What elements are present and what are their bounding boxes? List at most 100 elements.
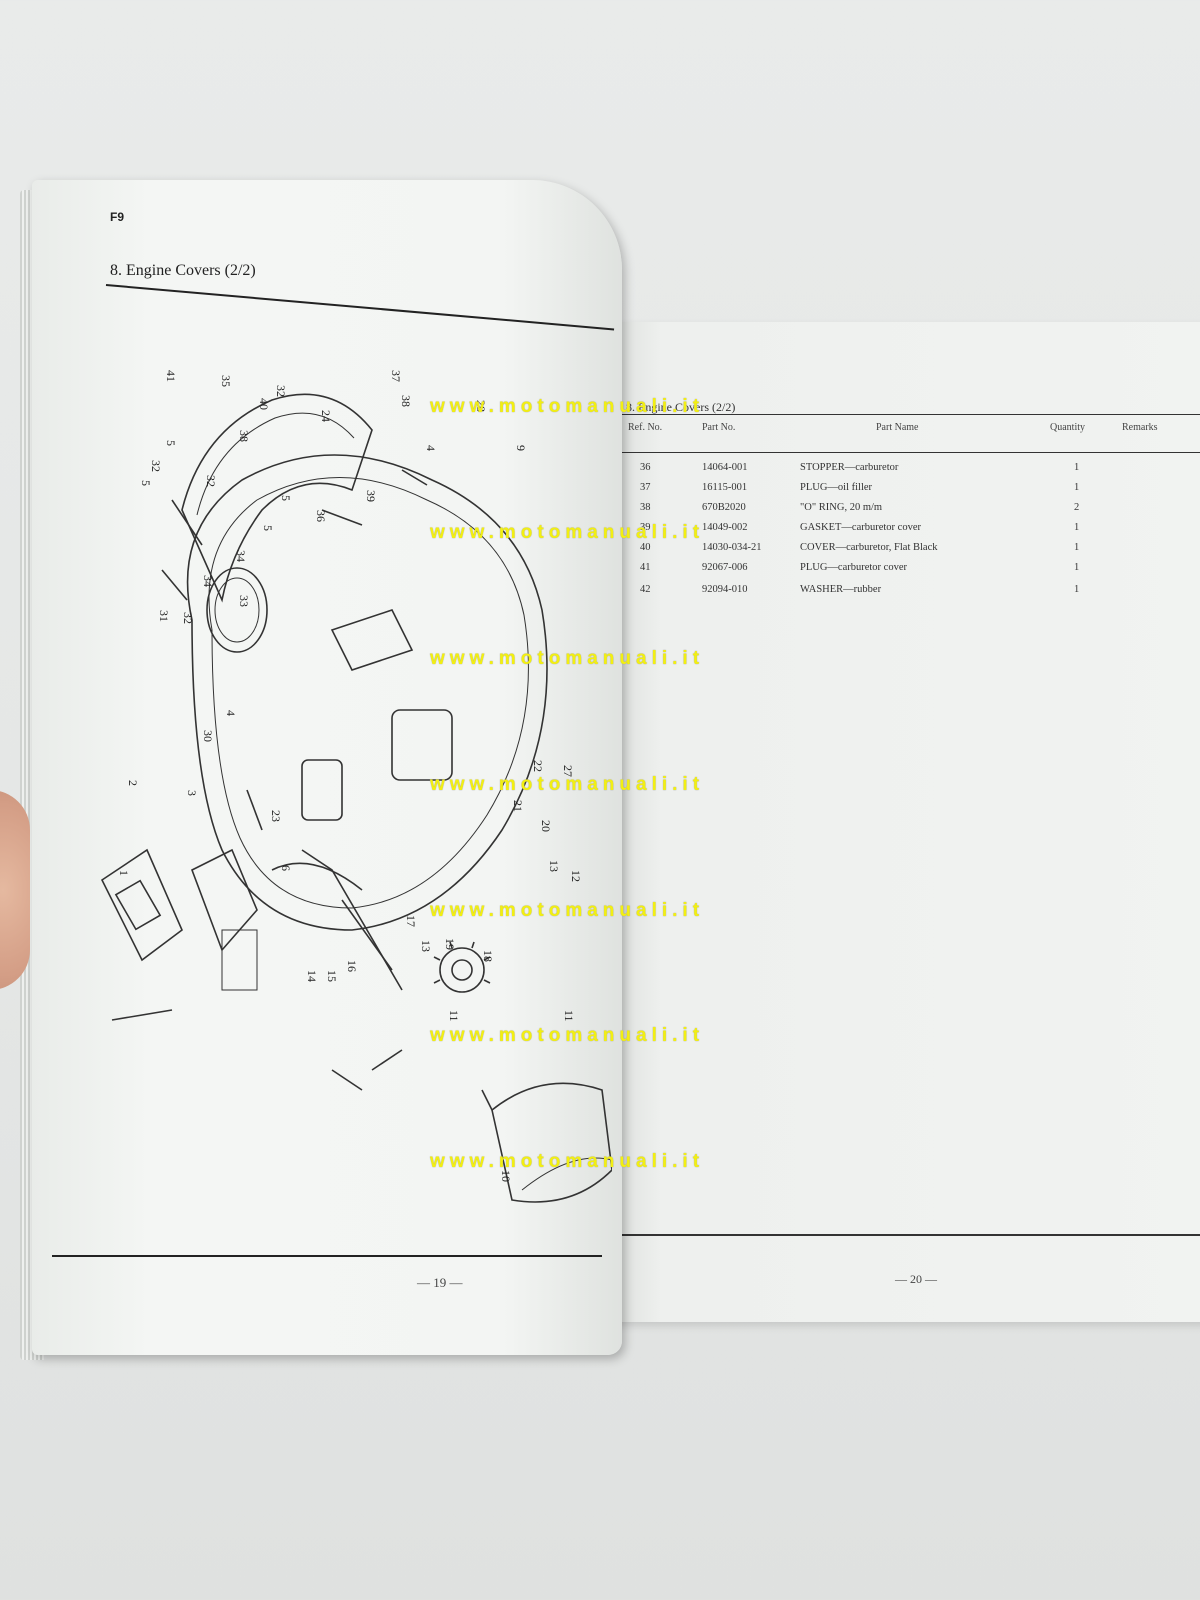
callout: 15 (325, 970, 339, 982)
watermark: www.motomanuali.it (430, 1151, 705, 1172)
cell-ref: 41 (640, 562, 651, 573)
callout: 11 (562, 1010, 576, 1022)
callout: 32 (181, 612, 195, 624)
right-page: 8. Engine Covers (2/2) Ref. No. Part No.… (600, 322, 1200, 1322)
callout: 27 (561, 765, 575, 777)
watermark: www.motomanuali.it (430, 396, 705, 417)
cell-name: WASHER—rubber (800, 584, 882, 595)
callout: 37 (389, 370, 403, 382)
callout: 28 (474, 400, 488, 412)
table-top-rule (616, 414, 1200, 415)
header-name: Part Name (876, 422, 919, 433)
callout: 36 (314, 510, 328, 522)
callout: 6 (279, 865, 293, 871)
cell-name: COVER—carburetor, Flat Black (800, 542, 938, 553)
callout: 34 (201, 575, 215, 587)
cell-name: STOPPER—carburetor (800, 462, 899, 473)
callout: 5 (139, 480, 153, 486)
callout: 2 (126, 780, 140, 786)
callout: 33 (237, 595, 251, 607)
cell-ref: 39 (640, 522, 651, 533)
callout: 5 (164, 440, 178, 446)
callout: 34 (234, 550, 248, 562)
callout: 5 (279, 495, 293, 501)
callout: 39 (364, 490, 378, 502)
callout: 24 (319, 410, 333, 422)
callout: 18 (481, 950, 495, 962)
table-head-rule (616, 452, 1200, 453)
callout: 1 (117, 870, 131, 876)
callout: 31 (157, 610, 171, 622)
callout: 17 (404, 915, 418, 927)
cell-name: GASKET—carburetor cover (800, 522, 921, 533)
callout: 22 (531, 760, 545, 772)
cell-qty: 1 (1074, 522, 1080, 533)
callout: 32 (149, 460, 163, 472)
cell-qty: 2 (1074, 502, 1080, 513)
watermark: www.motomanuali.it (430, 1025, 705, 1046)
cell-name: PLUG—oil filler (800, 482, 873, 493)
table-row: 36 14064-001 STOPPER—carburetor 1 (600, 462, 1200, 482)
callout: 32 (204, 475, 218, 487)
cell-name: "O" RING, 20 m/m (800, 502, 883, 513)
callout: 21 (511, 800, 525, 812)
callout: 32 (274, 385, 288, 397)
cell-qty: 1 (1074, 584, 1080, 595)
callout: 4 (424, 445, 438, 451)
bottom-rule (52, 1255, 602, 1257)
callout: 41 (164, 370, 178, 382)
callout: 23 (269, 810, 283, 822)
callout: 5 (261, 525, 275, 531)
callout: 40 (257, 398, 271, 410)
callout: 10 (499, 1170, 513, 1182)
table-row: 40 14030-034-21 COVER—carburetor, Flat B… (600, 542, 1200, 562)
watermark: www.motomanuali.it (430, 648, 705, 669)
callout: 3 (185, 790, 199, 796)
cell-qty: 1 (1074, 542, 1080, 553)
callout: 4 (224, 710, 238, 716)
section-title: 8. Engine Covers (2/2) (110, 262, 256, 279)
watermark: www.motomanuali.it (430, 774, 705, 795)
table-row: 38 670B2020 "O" RING, 20 m/m 2 (600, 502, 1200, 522)
cell-part: 670B2020 (702, 502, 746, 513)
cell-qty: 1 (1074, 462, 1080, 473)
cell-ref: 37 (640, 482, 651, 493)
page-number: — 19 — (417, 1275, 463, 1290)
header-part: Part No. (702, 422, 736, 433)
table-row: 39 14049-002 GASKET—carburetor cover 1 (600, 522, 1200, 542)
table-title: 8. Engine Covers (2/2) (626, 400, 736, 414)
hand-holding-book (0, 790, 30, 990)
exploded-parts-diagram: 41 35 37 32 40 38 28 24 5 32 38 4 9 5 32… (100, 370, 612, 1203)
left-page: F9 8. Engine Covers (2/2) (32, 180, 622, 1355)
bottom-rule (616, 1234, 1200, 1236)
cell-ref: 42 (640, 584, 651, 595)
callout: 16 (345, 960, 359, 972)
callout: 13 (547, 860, 561, 872)
callout: 20 (539, 820, 553, 832)
page-number: — 20 — (895, 1272, 937, 1286)
cell-name: PLUG—carburetor cover (800, 562, 907, 573)
cell-qty: 1 (1074, 562, 1080, 573)
table-row: 41 92067-006 PLUG—carburetor cover 1 (600, 562, 1200, 582)
cell-part: 92067-006 (702, 562, 748, 573)
callout: 38 (237, 430, 251, 442)
cell-part: 92094-010 (702, 584, 748, 595)
page-code: F9 (110, 210, 125, 224)
callout: 30 (201, 730, 215, 742)
cell-part: 16115-001 (702, 482, 748, 493)
cell-ref: 36 (640, 462, 651, 473)
header-ref: Ref. No. (628, 422, 663, 433)
table-row: 42 92094-010 WASHER—rubber 1 (600, 584, 1200, 604)
cell-part: 14064-001 (702, 462, 748, 473)
cell-part: 14049-002 (702, 522, 748, 533)
cell-ref: 40 (640, 542, 651, 553)
callout: 38 (399, 395, 413, 407)
cell-part: 14030-034-21 (702, 542, 762, 553)
watermark: www.motomanuali.it (430, 900, 705, 921)
callout: 35 (219, 375, 233, 387)
callout: 11 (447, 1010, 461, 1022)
table-row: 37 16115-001 PLUG—oil filler 1 (600, 482, 1200, 502)
header-remarks: Remarks (1122, 422, 1158, 433)
callout: 13 (419, 940, 433, 952)
callout: 19 (443, 938, 457, 950)
